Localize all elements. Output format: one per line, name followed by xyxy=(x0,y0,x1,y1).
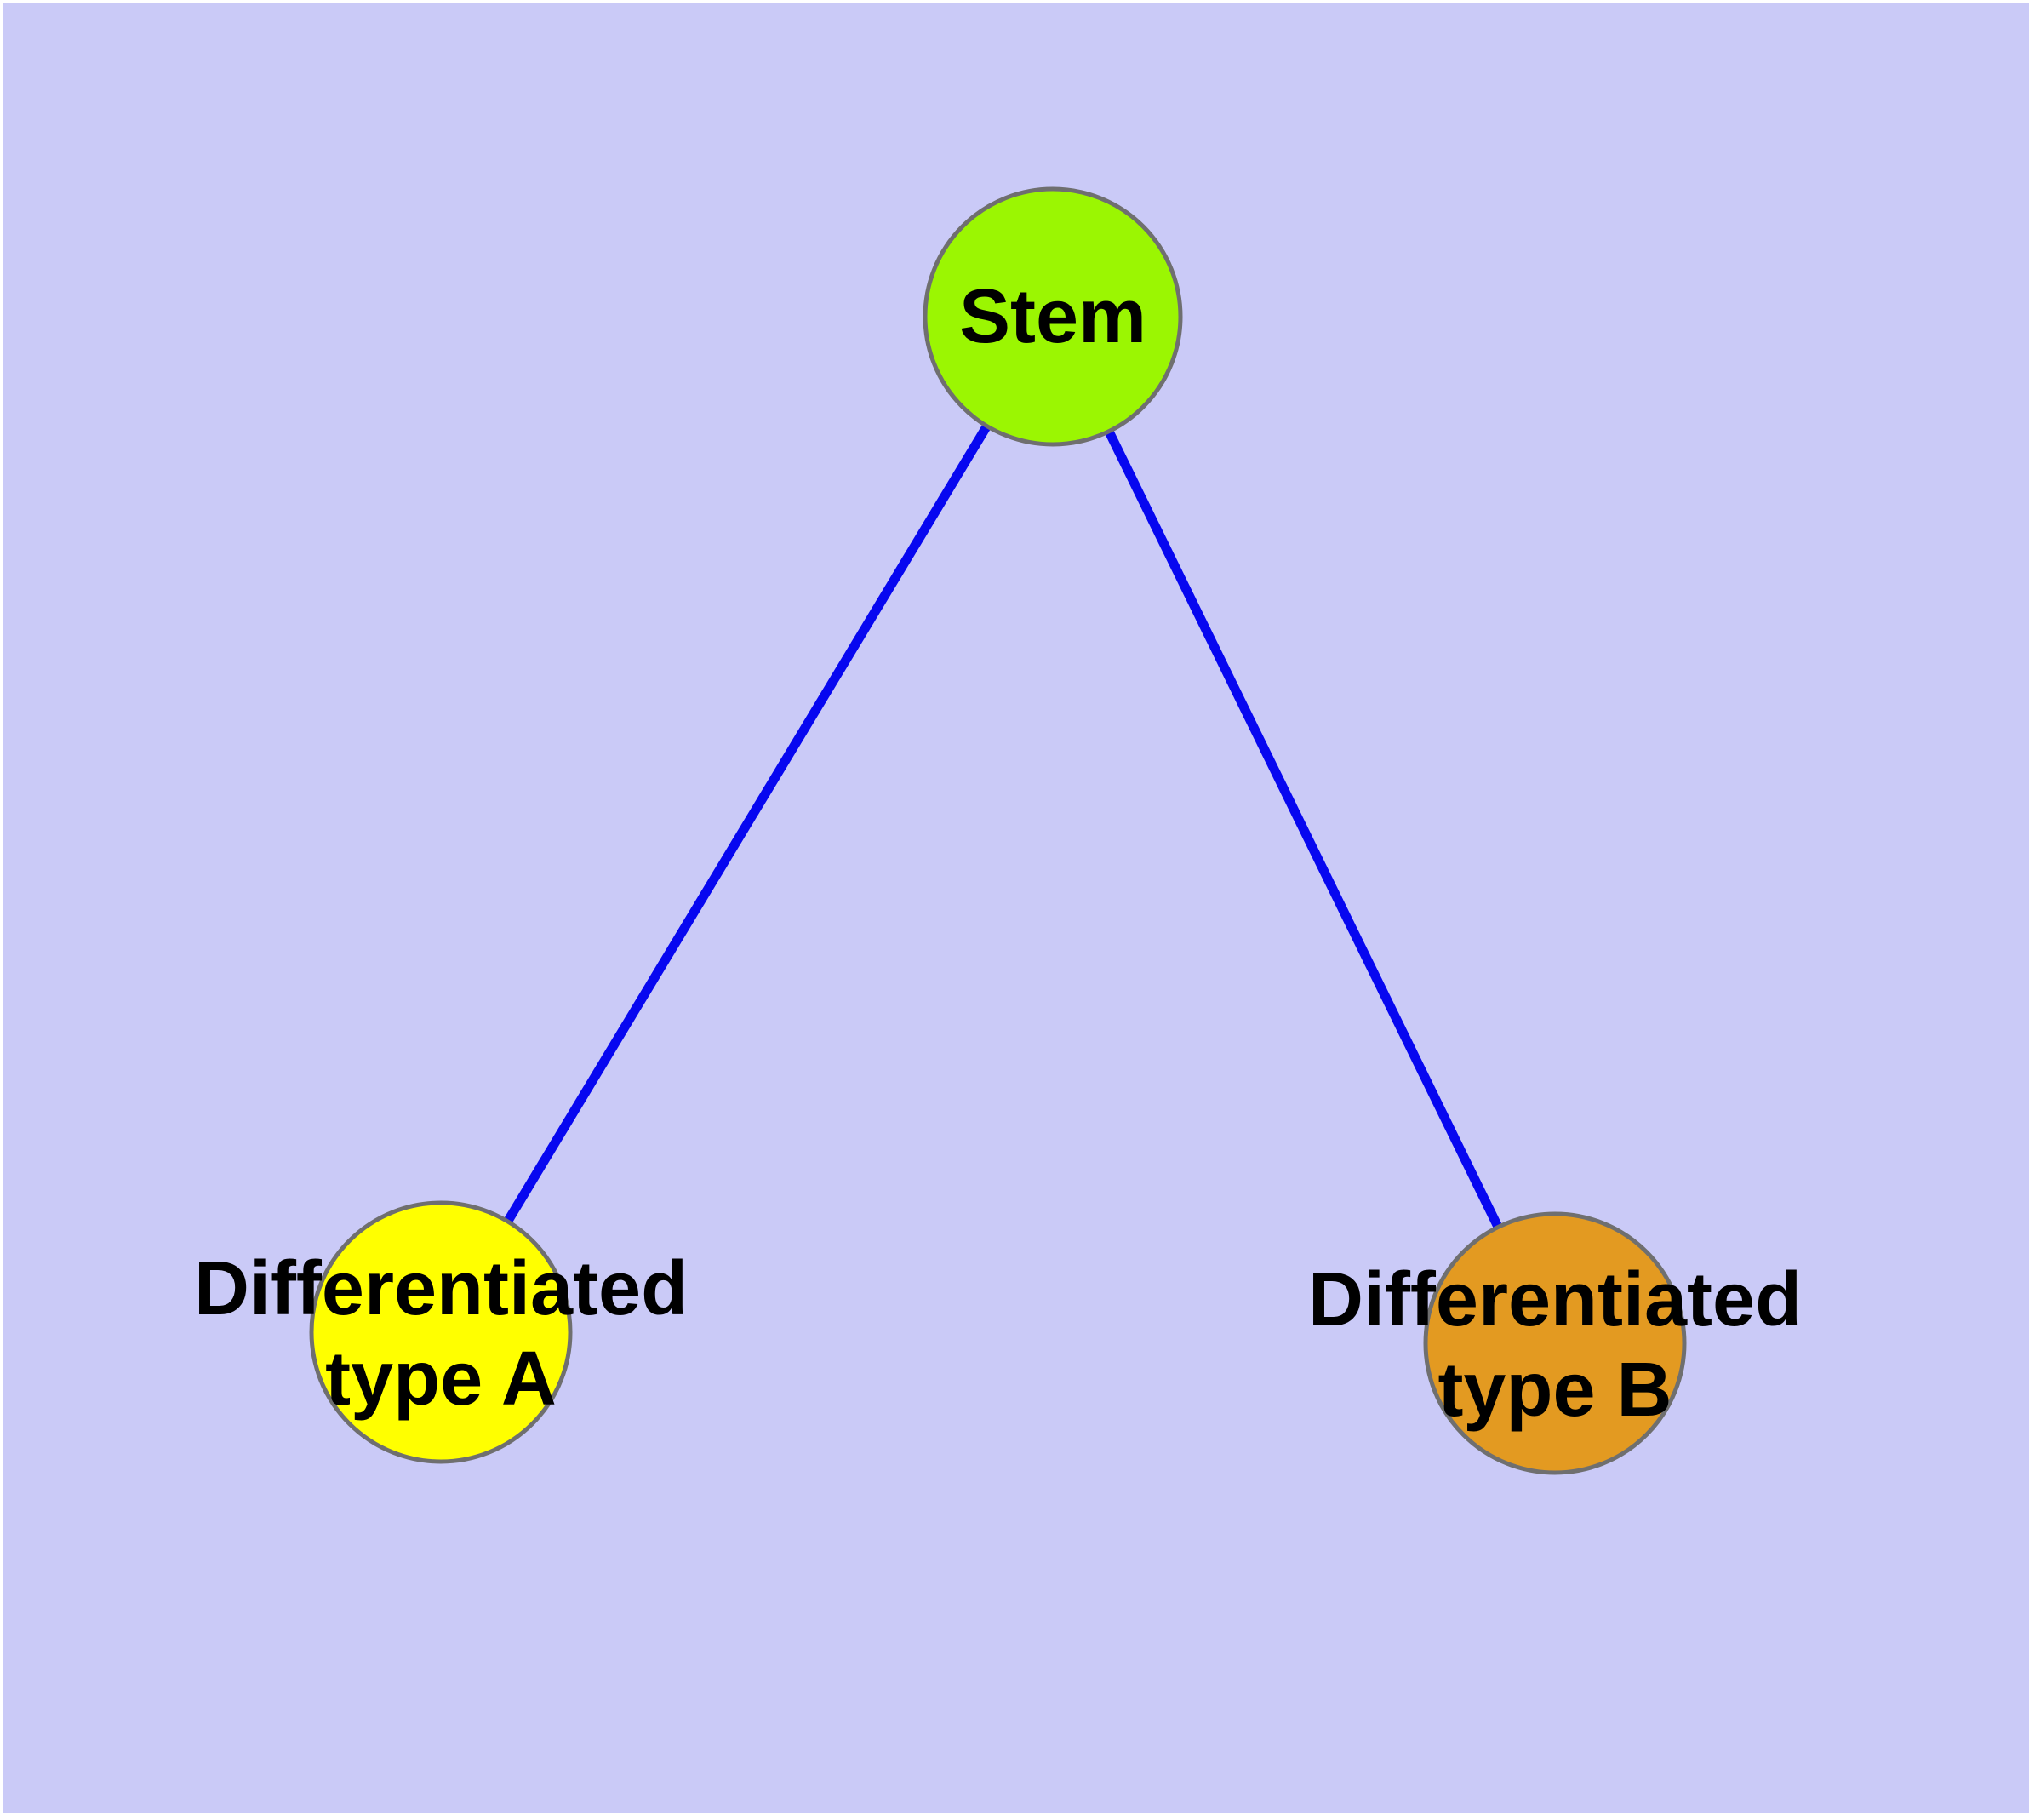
node-type-a-label-line2: type A xyxy=(325,1336,557,1422)
node-stem-label: Stem xyxy=(958,273,1147,359)
node-type-b-label-line2: type B xyxy=(1437,1348,1672,1433)
node-stem-circle xyxy=(923,186,1183,447)
node-type-a-label-line1: Differentiated xyxy=(193,1245,689,1331)
node-type-a-circle xyxy=(309,1200,573,1464)
node-type-b-label: Differentiated type B xyxy=(1308,1255,1802,1435)
edge-stem-to-type-a xyxy=(437,314,1057,1335)
edge-stem-to-type-b xyxy=(1049,314,1559,1346)
node-type-a-label: Differentiated type A xyxy=(194,1244,688,1424)
node-type-b-circle xyxy=(1423,1211,1687,1475)
node-type-b-label-line1: Differentiated xyxy=(1307,1256,1803,1342)
